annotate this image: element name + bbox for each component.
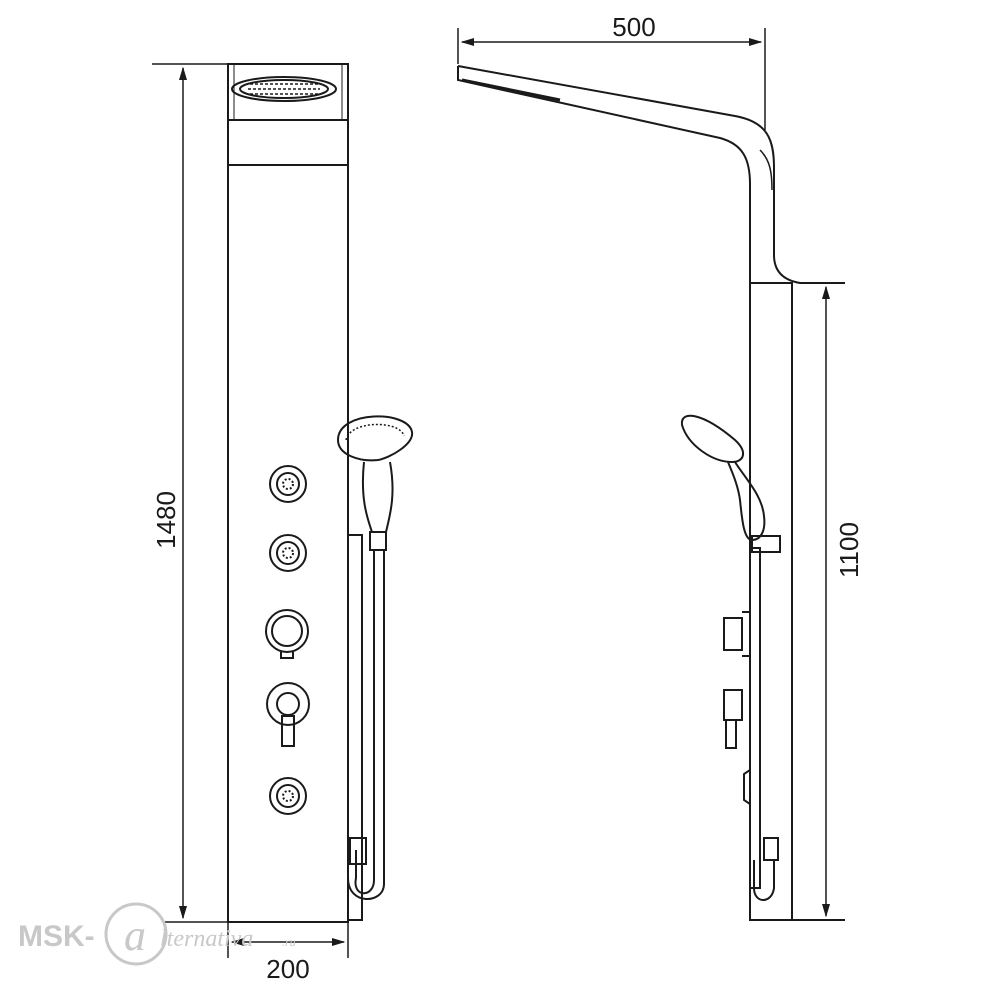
- front-hose: [347, 550, 385, 900]
- front-slide-bar: [347, 534, 363, 921]
- watermark-logo: MSK- a lternativa .ru: [18, 902, 296, 966]
- dimension-label-1100: 1100: [834, 522, 864, 578]
- rain-shower-head: [231, 76, 337, 102]
- front-hose-connector: [349, 837, 367, 865]
- side-hand-shower: [680, 414, 781, 553]
- watermark-circle: [104, 902, 168, 966]
- side-view: [457, 65, 845, 921]
- front-panel-body: [227, 63, 349, 923]
- body-jet-1: [269, 465, 307, 503]
- front-dimensions: [152, 63, 349, 958]
- watermark-suffix: lternativa: [160, 926, 253, 952]
- body-jet-2: [269, 534, 307, 572]
- watermark-prefix: MSK-: [18, 920, 95, 953]
- front-view: [227, 63, 414, 923]
- side-diverter: [723, 611, 750, 657]
- dimension-label-500: 500: [612, 12, 655, 42]
- side-hose: [753, 860, 775, 901]
- body-jet-3: [269, 777, 307, 815]
- watermark-mark: a: [124, 911, 146, 960]
- side-slide-bar: [749, 547, 761, 889]
- front-hand-shower: [336, 415, 414, 551]
- side-jet-bumps: [743, 769, 751, 805]
- dimension-label-200: 200: [266, 954, 309, 984]
- side-dimensions: [457, 28, 831, 918]
- diverter-knob: [265, 609, 309, 659]
- side-head-arm: [457, 66, 751, 920]
- side-hose-connector: [763, 837, 779, 861]
- dimension-label-1480: 1480: [151, 491, 181, 549]
- watermark-domain: .ru: [282, 935, 296, 949]
- side-mixer-lever: [723, 689, 743, 749]
- mixer-lever: [266, 682, 310, 747]
- side-panel-body: [749, 282, 793, 921]
